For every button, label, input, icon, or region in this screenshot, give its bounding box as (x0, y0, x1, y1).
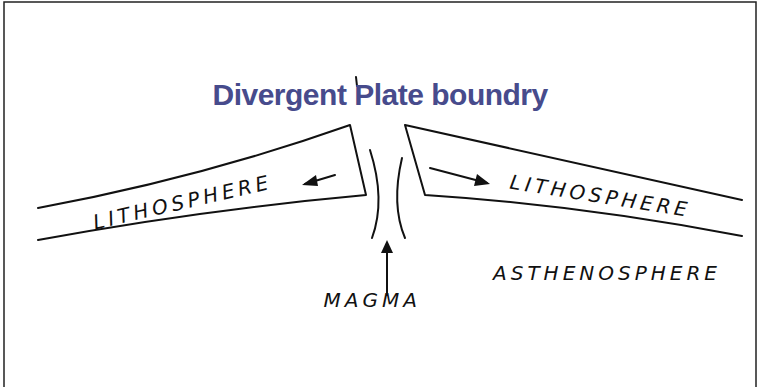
plate-label: LITHOSPHERE (508, 170, 693, 222)
lithosphere-plate: LITHOSPHERE (395, 120, 747, 240)
asthenosphere-label: ASTHENOSPHERE (493, 261, 721, 285)
plate-edge (405, 125, 742, 236)
plate-edge (38, 125, 366, 240)
frame-border (4, 2, 756, 387)
diagram-title: Divergent Plate boundry (213, 78, 548, 112)
plate-label: LITHOSPHERE (90, 170, 274, 235)
magma-channel-right (397, 158, 405, 238)
arrowhead-left (302, 175, 318, 186)
arrowhead-up (381, 240, 393, 253)
magma-channel-left (370, 150, 379, 238)
arrowhead-right (474, 174, 490, 186)
lithosphere-plate: LITHOSPHERE (36, 120, 381, 246)
magma-label: MAGMA (324, 288, 421, 312)
